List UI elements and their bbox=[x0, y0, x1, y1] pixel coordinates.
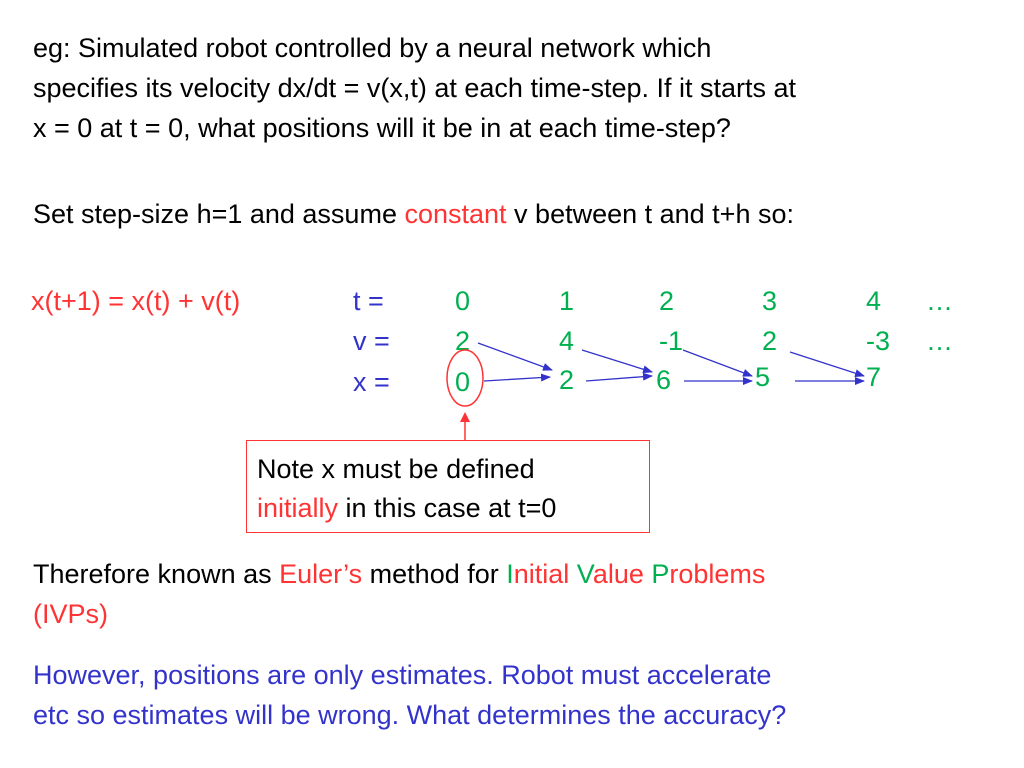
euler-text-2: method for bbox=[362, 559, 507, 589]
step-text-after: v between t and t+h so: bbox=[506, 199, 794, 229]
intro-line-3: x = 0 at t = 0, what positions will it b… bbox=[33, 113, 731, 143]
step-highlight-constant: constant bbox=[404, 199, 507, 229]
x-value: 2 bbox=[559, 365, 575, 395]
t-row-label: t = bbox=[353, 286, 384, 316]
step-text-before: Set step-size h=1 and assume bbox=[33, 199, 405, 229]
v-value: 2 bbox=[455, 326, 471, 356]
v-value: 4 bbox=[559, 326, 575, 356]
note-line-1: Note x must be defined bbox=[257, 454, 535, 484]
t-value: 2 bbox=[659, 286, 675, 316]
intro-line-1: eg: Simulated robot controlled by a neur… bbox=[33, 33, 712, 63]
x-value: 5 bbox=[755, 362, 771, 392]
note-rest: in this case at t=0 bbox=[338, 493, 557, 523]
v-row-label: v = bbox=[353, 326, 390, 356]
ivp-initial-letter: I bbox=[506, 559, 514, 589]
intro-paragraph: eg: Simulated robot controlled by a neur… bbox=[33, 28, 796, 148]
ivp-value-letter: V bbox=[576, 559, 593, 589]
x-value: 6 bbox=[656, 365, 672, 395]
note-highlight-initially: initially bbox=[257, 493, 339, 523]
euler-formula: x(t+1) = x(t) + v(t) bbox=[31, 286, 241, 316]
v-value-ellipsis: … bbox=[926, 326, 953, 356]
initial-condition-note: Note x must be defined initially in this… bbox=[246, 440, 650, 533]
x-value: 7 bbox=[866, 362, 882, 392]
x-row-label: x = bbox=[353, 367, 390, 397]
euler-line-1: Therefore known as Euler’s method for In… bbox=[33, 554, 765, 594]
ivp-abbreviation: (IVPs) bbox=[33, 599, 109, 629]
intro-line-2: specifies its velocity dx/dt = v(x,t) at… bbox=[33, 73, 797, 103]
ivp-problems-rest: roblems bbox=[669, 559, 766, 589]
v-value: -1 bbox=[659, 326, 684, 356]
v-to-x-arrow bbox=[789, 351, 865, 378]
accuracy-line-2: etc so estimates will be wrong. What det… bbox=[33, 700, 787, 730]
t-value: 1 bbox=[559, 286, 575, 316]
euler-name: Euler’s bbox=[279, 559, 363, 589]
t-value: 4 bbox=[866, 286, 882, 316]
euler-paragraph: Therefore known as Euler’s method for In… bbox=[33, 554, 765, 634]
euler-text-1: Therefore known as bbox=[33, 559, 280, 589]
ivp-value-rest: alue bbox=[592, 559, 652, 589]
step-size-paragraph: Set step-size h=1 and assume constant v … bbox=[33, 194, 794, 234]
note-line-2: initially in this case at t=0 bbox=[257, 489, 649, 528]
v-value: -3 bbox=[866, 326, 891, 356]
ivp-problems-letter: P bbox=[651, 559, 670, 589]
note-pointer-arrowhead bbox=[460, 412, 470, 422]
x-value: 0 bbox=[455, 367, 471, 397]
t-value-ellipsis: … bbox=[926, 286, 953, 316]
v-to-x-arrow bbox=[477, 342, 553, 371]
accuracy-line-1: However, positions are only estimates. R… bbox=[33, 660, 772, 690]
x-to-x-arrow bbox=[483, 373, 551, 382]
v-value: 2 bbox=[762, 326, 778, 356]
x-to-x-arrow bbox=[585, 372, 653, 382]
v-to-x-arrow bbox=[581, 349, 653, 374]
v-to-x-arrow bbox=[682, 349, 753, 377]
t-value: 3 bbox=[762, 286, 778, 316]
t-value: 0 bbox=[455, 286, 471, 316]
ivp-initial-rest: nitial bbox=[513, 559, 577, 589]
accuracy-paragraph: However, positions are only estimates. R… bbox=[33, 655, 786, 735]
